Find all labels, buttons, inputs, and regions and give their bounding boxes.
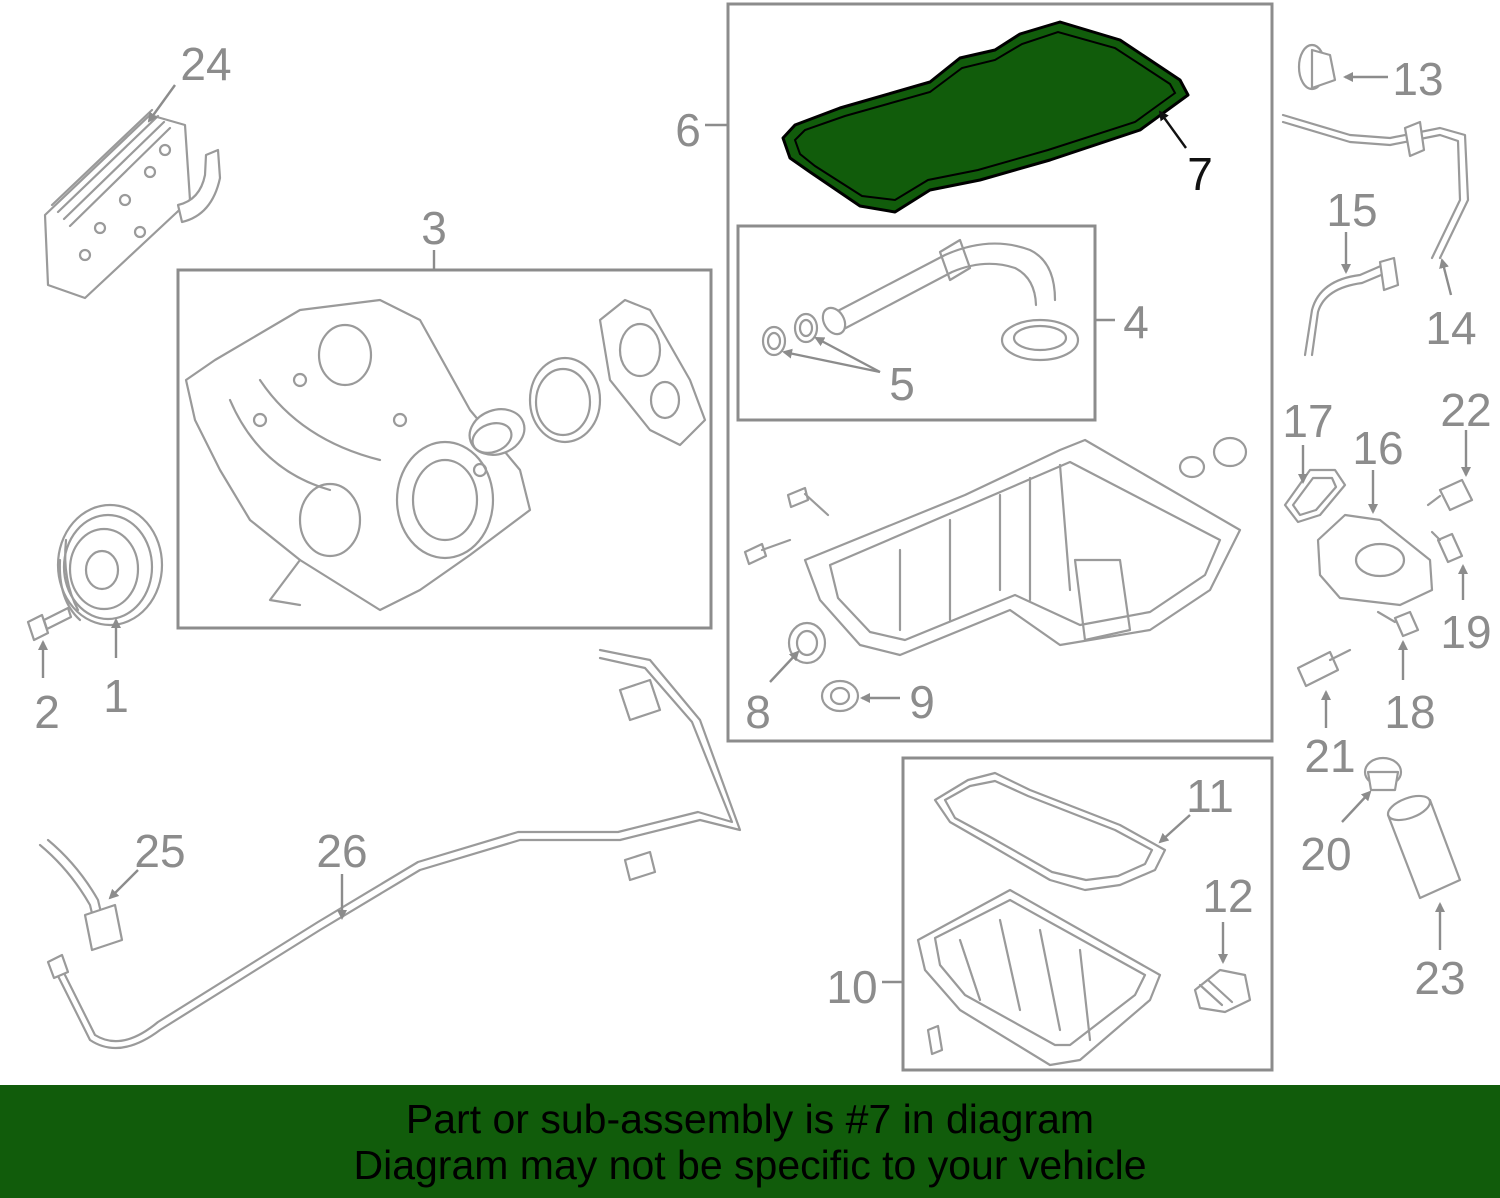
sensor-part-19 [1430,530,1464,564]
banner-line-1: Part or sub-assembly is #7 in diagram [405,1095,1095,1142]
banner-line-2: Diagram may not be specific to your vehi… [353,1141,1147,1188]
callout-11: 11 [1186,770,1234,822]
plug-part-9 [820,679,860,713]
lower-oil-pan-part [916,888,1162,1067]
callout-9: 9 [909,676,935,728]
callout-16: 16 [1352,422,1403,474]
callout-8: 8 [745,686,771,738]
oil-pan-gasket-highlight [781,20,1190,214]
callout-10: 10 [826,961,877,1013]
callout-2: 2 [34,686,60,738]
callout-24: 24 [180,38,231,90]
group-box-6 [726,2,1274,743]
dipstick-tube-part [1281,113,1470,260]
callout-5: 5 [889,358,915,410]
callout-4: 4 [1123,296,1149,348]
callout-13: 13 [1392,53,1443,105]
callout-19: 19 [1440,606,1491,658]
pan-bolts-part [743,486,830,566]
callout-17: 17 [1282,395,1333,447]
callout-26: 26 [316,825,367,877]
group-box-3 [176,268,713,630]
callout-7: 7 [1187,148,1213,200]
callout-23: 23 [1414,952,1465,1004]
callout-15: 15 [1326,184,1377,236]
pulley-bolt-part [26,606,73,642]
front-seal-part [468,356,602,456]
callout-14: 14 [1425,302,1476,354]
oil-cooler-part [43,108,222,300]
callout-1: 1 [103,670,129,722]
oil-level-sensor-part [1193,968,1252,1014]
callout-12: 12 [1202,870,1253,922]
o-ring-seals-part [761,312,819,357]
wiring-harness-part [46,648,742,1050]
callout-22: 22 [1440,384,1491,436]
info-banner: Part or sub-assembly is #7 in diagram Di… [0,1085,1500,1198]
oil-filler-cap-part [1297,43,1337,91]
timing-cover-part [184,298,532,612]
callout-18: 18 [1384,686,1435,738]
rear-cover-part [598,298,707,447]
parts-diagram: 1 2 3 4 5 6 7 8 9 10 11 12 13 14 15 16 1… [26,2,1492,1072]
sensor-part-21 [1296,648,1352,688]
dipstick-part [1303,256,1400,357]
callout-25: 25 [134,825,185,877]
callout-6: 6 [675,104,701,156]
housing-gasket-part [1283,468,1347,524]
oil-filter-part [1386,794,1462,900]
bolt-part-18 [1376,610,1420,638]
lower-pan-gasket-part [933,771,1167,892]
plug-part-20 [1363,756,1403,792]
callout-20: 20 [1300,828,1351,880]
callout-21: 21 [1304,730,1355,782]
group-box-4 [736,224,1097,422]
sensor-part-25 [38,838,124,952]
upper-oil-pan-part [803,436,1248,657]
sensor-part-22 [1426,478,1474,512]
crank-pulley-part [56,503,164,627]
group-box-10 [901,756,1274,1072]
oil-pickup-tube-part [821,238,1080,362]
oil-filter-housing-part [1316,513,1434,607]
callout-3: 3 [421,202,447,254]
